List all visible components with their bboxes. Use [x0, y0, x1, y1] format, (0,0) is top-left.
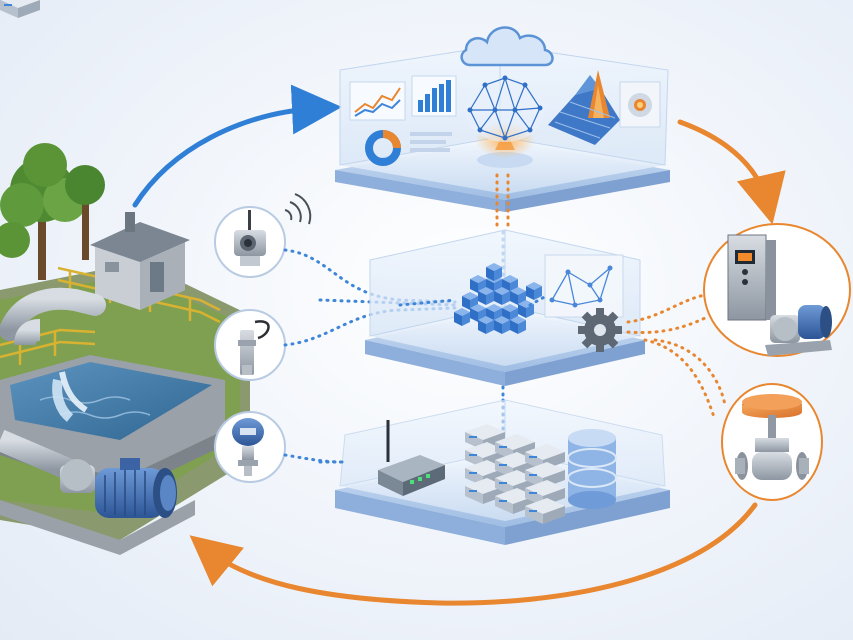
- neural-network-icon: [465, 75, 545, 168]
- sensor-level-probe: [214, 309, 286, 381]
- sensor-camera: [214, 193, 312, 278]
- donut-chart-panel: [365, 130, 452, 166]
- actuator-control-valve: [721, 383, 823, 501]
- water-treatment-plant: [0, 143, 250, 555]
- main-pump-motor: [0, 429, 195, 555]
- arrow-actuators-to-plant: [189, 502, 758, 606]
- line-chart-panel: [349, 81, 406, 121]
- network-graph-panel: [544, 254, 624, 318]
- actuator-links: [626, 293, 727, 422]
- wifi-signal-icon: [284, 193, 312, 225]
- server-racks: [0, 0, 565, 524]
- cycle-arrows: [132, 84, 786, 606]
- iot-gateway-router: [378, 420, 445, 496]
- tree-group: [0, 143, 105, 280]
- pump-house: [90, 212, 190, 310]
- arrow-plant-to-cloud: [132, 84, 342, 208]
- sensor-pressure-transmitter: [214, 411, 286, 483]
- edge-processing-layer: [0, 0, 645, 386]
- cloud-analytics-layer: [335, 26, 670, 212]
- cloud-icon: [460, 26, 554, 67]
- gear-icon: [578, 308, 622, 352]
- arrow-cloud-to-actuators: [677, 119, 786, 225]
- surface-plot-panel: [548, 70, 620, 145]
- device-gateway-layer: [0, 0, 670, 545]
- inlet-pipe: [0, 287, 106, 422]
- actuator-vfd-pump: [703, 223, 851, 357]
- heatmap-panel: [619, 81, 661, 128]
- database-cylinder: [567, 429, 617, 509]
- bar-chart-panel: [411, 75, 457, 117]
